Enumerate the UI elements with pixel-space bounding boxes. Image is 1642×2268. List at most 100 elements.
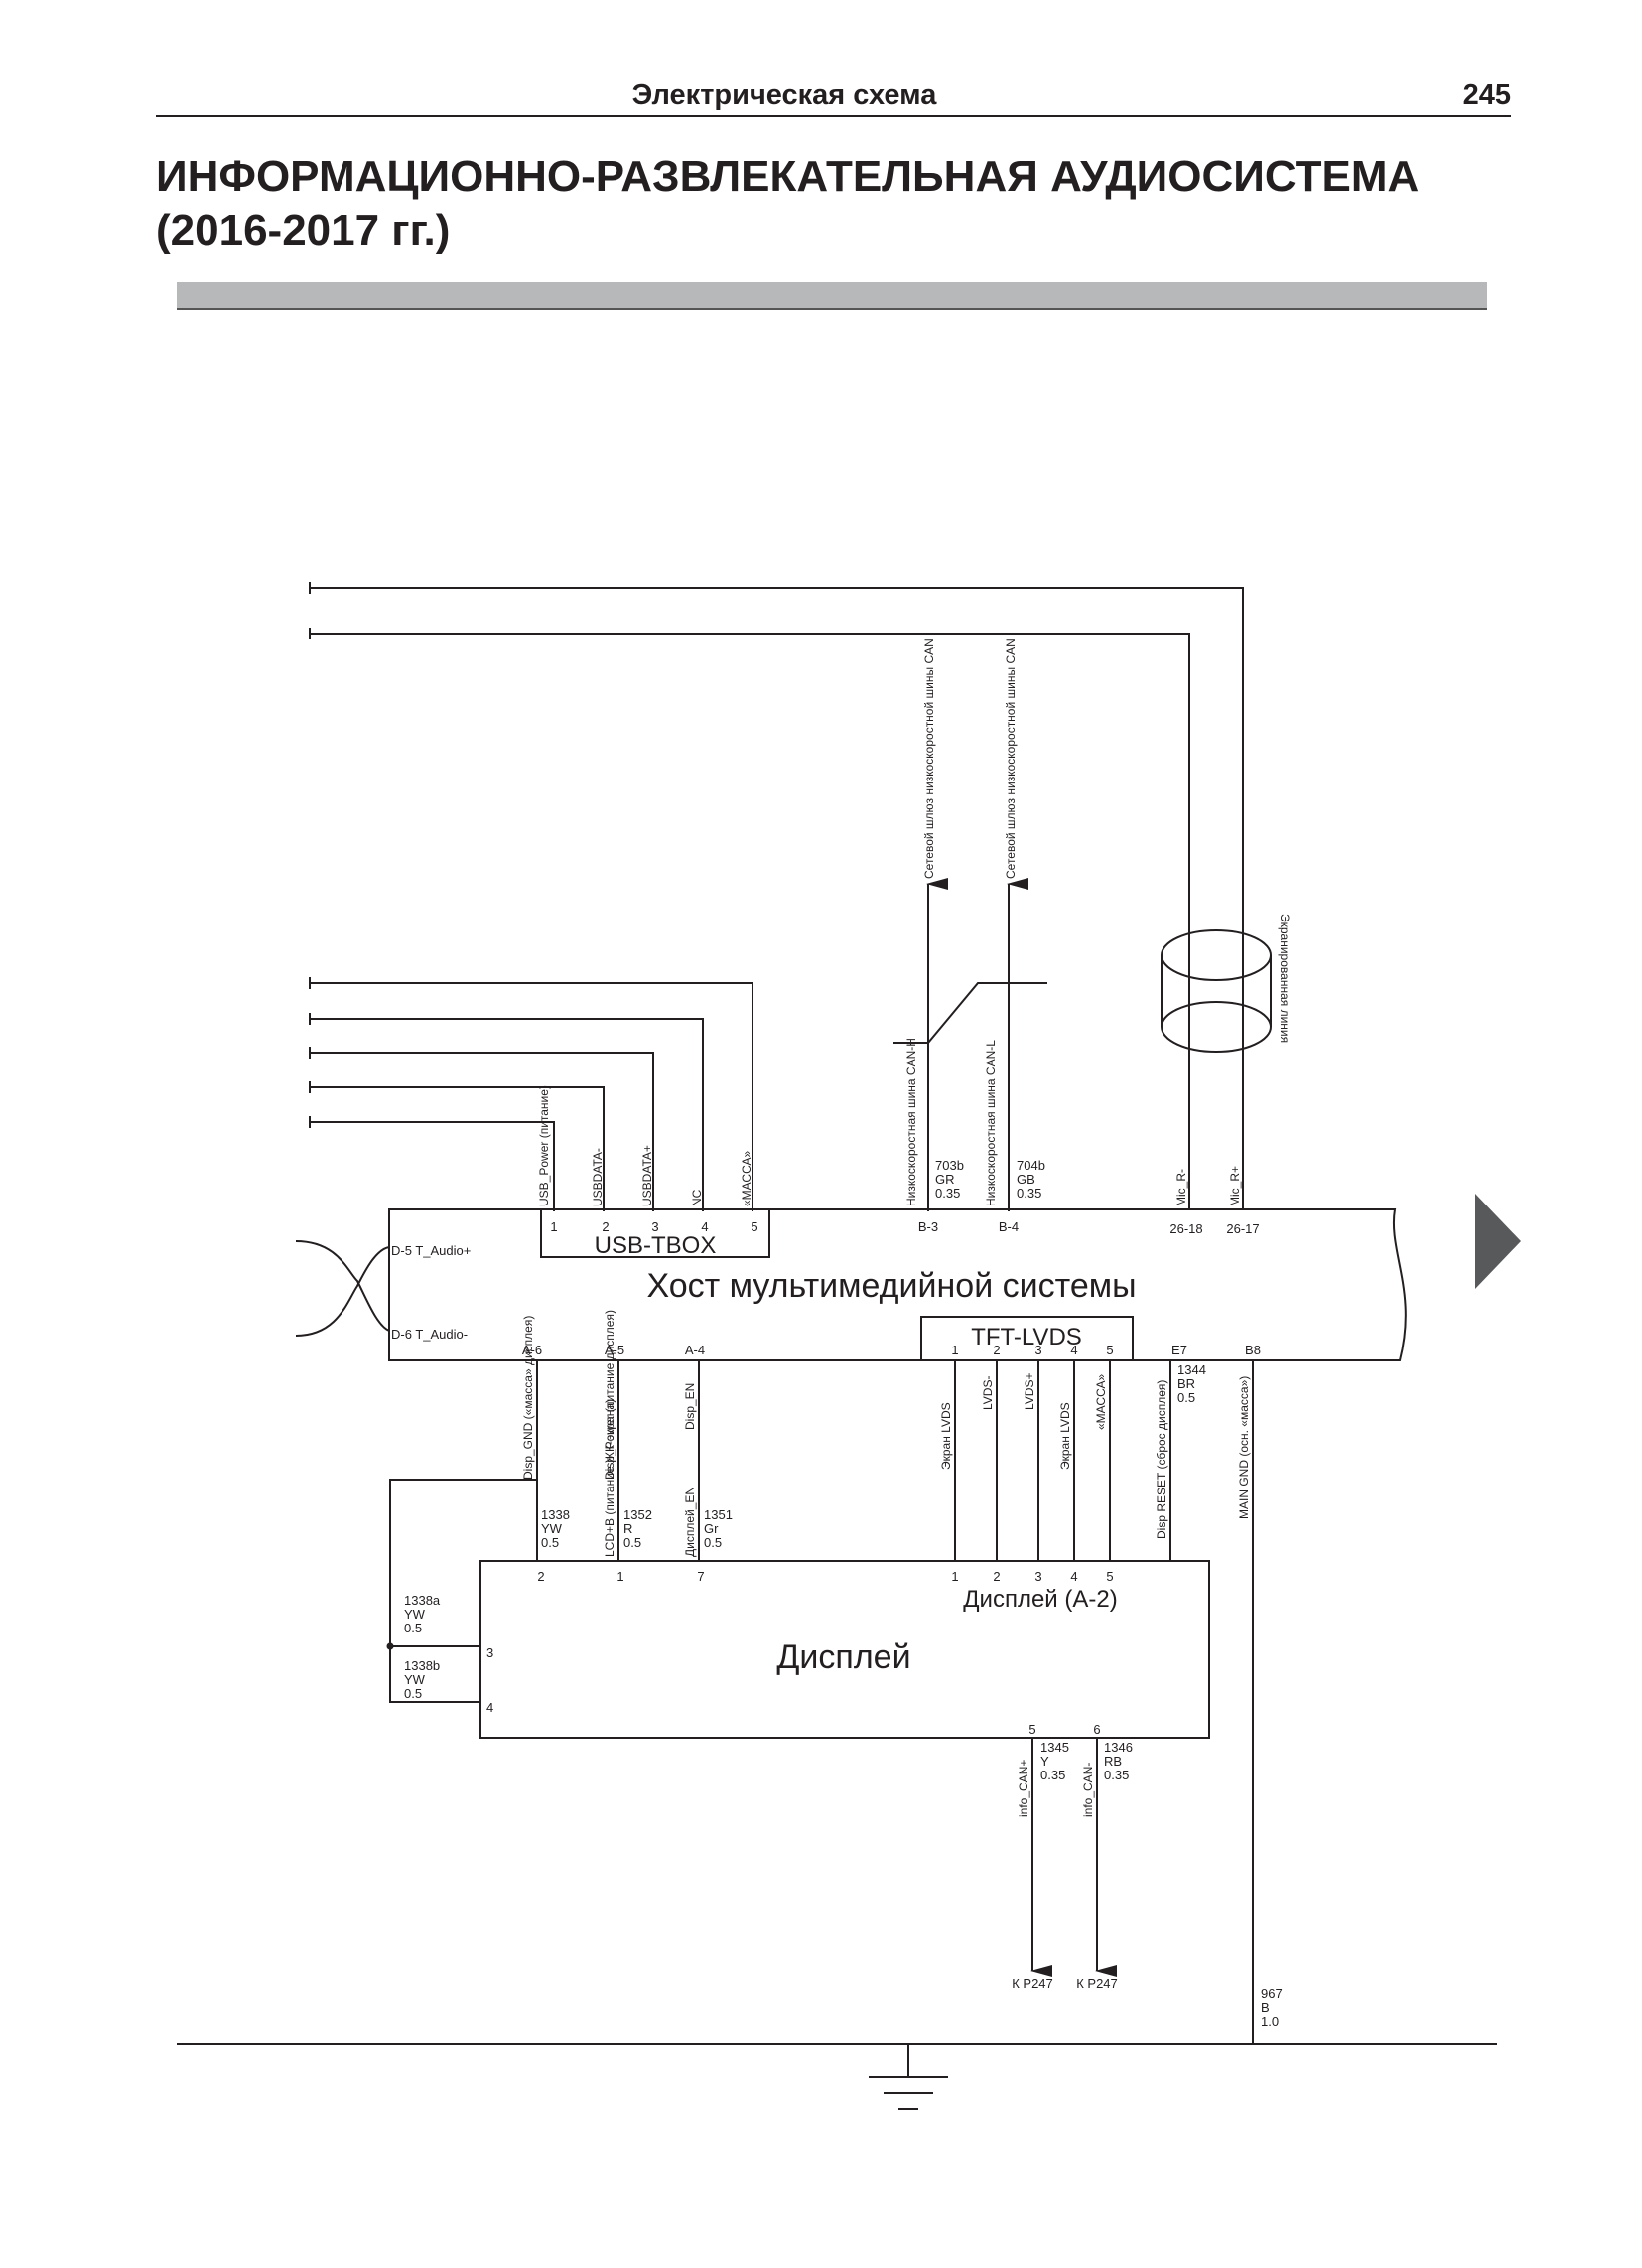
- pin-a6: A-6: [522, 1343, 542, 1357]
- host-box: [388, 1208, 1407, 1361]
- title-line-1: ИНФОРМАЦИОННО-РАЗВЛЕКАТЕЛЬНАЯ АУДИОСИСТЕ…: [156, 152, 1420, 201]
- shield-label: Экранированная линия: [1278, 914, 1292, 1043]
- usb-tbox-label: USB-TBOX: [595, 1232, 717, 1259]
- tft-pin-3: 3: [1034, 1343, 1041, 1357]
- mic-plus-label: Mic_R+: [1228, 1166, 1242, 1206]
- pin-d6-label: D-6 T_Audio-: [391, 1327, 468, 1342]
- display-subtitle: Дисплей (A-2): [963, 1586, 1117, 1613]
- lvds-3-label: LVDS+: [1023, 1373, 1036, 1410]
- disp-lvds-pin-5: 5: [1106, 1569, 1113, 1584]
- main-gnd-label: MAIN GND (осн. «масса»): [1237, 1376, 1251, 1519]
- disp-gnd-label: Disp_GND («масса» дисплея): [521, 1316, 535, 1480]
- shield-cylinder: [1161, 929, 1272, 1053]
- mic-minus-label: Mic_R-: [1174, 1169, 1188, 1206]
- usbdata-plus-label: USBDATA+: [640, 1145, 654, 1206]
- disp-pin-4: 4: [486, 1700, 493, 1715]
- usb-wire-2: [310, 1086, 605, 1211]
- to-p247-a: К P247: [1012, 1976, 1053, 1991]
- usb-pin-4: 4: [701, 1219, 708, 1234]
- usb-tbox-block: [540, 1208, 770, 1258]
- mic-plus-wire: [310, 587, 1244, 1208]
- disp-pin-6: 6: [1093, 1722, 1100, 1737]
- usb-wire-1: [310, 1121, 555, 1211]
- lcd-b-label: LCD+B (питание ЖК-экрана): [603, 1399, 616, 1557]
- lvds-2-label: LVDS-: [981, 1376, 995, 1410]
- host-name: Хост мультимедийной системы: [646, 1267, 1136, 1305]
- tft-lvds-block: [920, 1316, 1134, 1361]
- usb-pin-3: 3: [651, 1219, 658, 1234]
- usb-wire-3: [310, 1052, 654, 1211]
- lvds-1-label: Экран LVDS: [939, 1402, 953, 1470]
- disp-en-label: Disp_EN: [683, 1383, 697, 1430]
- page-number: 245: [1462, 79, 1511, 111]
- can-h-label: Низкоскоростная шина CAN-H: [904, 1038, 918, 1206]
- disp-pin-2: 2: [537, 1569, 544, 1584]
- pin-26-18: 26-18: [1169, 1221, 1202, 1236]
- nc-label: NC: [690, 1189, 704, 1206]
- display-box: [479, 1560, 1210, 1739]
- tft-pin-5: 5: [1106, 1343, 1113, 1357]
- tft-pin-4: 4: [1070, 1343, 1077, 1357]
- disp-power-label: Disp_Power (питание дисплея): [603, 1310, 616, 1480]
- gateway-label-2: Сетевой шлюз низкоскоростной шины CAN: [1004, 638, 1018, 879]
- header-rule: [156, 115, 1511, 117]
- disp-lvds-pin-2: 2: [993, 1569, 1000, 1584]
- audio-twist: [295, 1240, 390, 1332]
- disp-lvds-pin-1: 1: [951, 1569, 958, 1584]
- usb-pin-2: 2: [602, 1219, 609, 1234]
- disp-pin-3: 3: [486, 1645, 493, 1660]
- next-page-arrow-icon: [1475, 1194, 1521, 1289]
- info-can-plus-label: info_CAN+: [1017, 1760, 1030, 1817]
- disp-lvds-pin-3: 3: [1034, 1569, 1041, 1584]
- lvds-5-label: «МАССА»: [1094, 1374, 1108, 1430]
- tft-pin-2: 2: [993, 1343, 1000, 1357]
- disp-lvds-pin-4: 4: [1070, 1569, 1077, 1584]
- pin-a4: A-4: [685, 1343, 705, 1357]
- page-title: ИНФОРМАЦИОННО-РАЗВЛЕКАТЕЛЬНАЯ АУДИОСИСТЕ…: [156, 149, 1419, 258]
- usb-pin-5: 5: [751, 1219, 757, 1234]
- pin-a5: A-5: [605, 1343, 624, 1357]
- tft-pin-1: 1: [951, 1343, 958, 1357]
- usbdata-minus-label: USBDATA-: [591, 1148, 605, 1206]
- section-bar: [177, 282, 1487, 310]
- usb-wire-4: [310, 1018, 704, 1211]
- header-title: Электрическая схема: [631, 79, 937, 111]
- pin-d5-label: D-5 T_Audio+: [391, 1243, 471, 1258]
- disp-reset-label: Disp RESET (сброс дисплея): [1155, 1380, 1168, 1539]
- gateway-label-1: Сетевой шлюз низкоскоростной шины CAN: [922, 638, 936, 879]
- mic-minus-wire: [310, 633, 1190, 1208]
- massa-usb-label: «МАССА»: [740, 1151, 753, 1206]
- usb-power-label: USB_Power (питание): [537, 1085, 551, 1206]
- title-line-2: (2016-2017 гг.): [156, 207, 451, 255]
- to-p247-b: К P247: [1076, 1976, 1118, 1991]
- pin-b8: B8: [1245, 1343, 1261, 1357]
- pin-26-17: 26-17: [1226, 1221, 1259, 1236]
- disp-pin-7: 7: [697, 1569, 704, 1584]
- lvds-4-label: Экран LVDS: [1058, 1402, 1072, 1470]
- disp-pin-1: 1: [616, 1569, 623, 1584]
- ground-symbol: [869, 2044, 948, 2110]
- disp-pin-5: 5: [1028, 1722, 1035, 1737]
- tft-lvds-label: TFT-LVDS: [971, 1324, 1082, 1350]
- can-twist: [893, 982, 1047, 1044]
- pin-b4: B-4: [999, 1219, 1019, 1234]
- pin-b3: B-3: [918, 1219, 938, 1234]
- display-en-label: Дисплей_EN: [683, 1487, 697, 1557]
- display-name: Дисплей: [776, 1638, 910, 1676]
- can-l-label: Низкоскоростная шина CAN-L: [984, 1040, 998, 1206]
- pin-e7: E7: [1171, 1343, 1187, 1357]
- usb-pin-1: 1: [550, 1219, 557, 1234]
- usb-wire-5: [310, 982, 753, 1211]
- info-can-minus-label: info_CAN-: [1081, 1763, 1095, 1817]
